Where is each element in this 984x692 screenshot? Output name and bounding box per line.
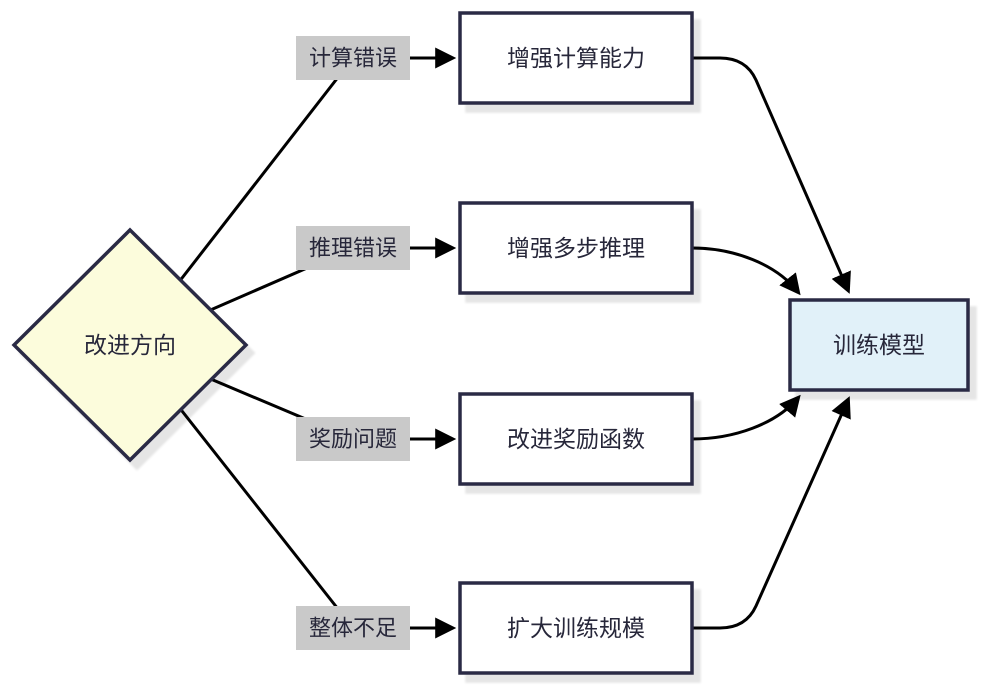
connector-arrow-node3-target	[691, 394, 801, 441]
edge-label-3-bg	[296, 417, 410, 461]
target-node	[788, 298, 970, 392]
branch-node-2-label: 增强多步推理	[507, 235, 645, 261]
connector-arrow-node4-target	[692, 396, 851, 630]
edge-label-1-text: 计算错误	[309, 46, 397, 71]
edge-label-3-text: 奖励问题	[309, 427, 397, 452]
edge-label-1-bg	[296, 36, 410, 80]
branch-node-4-label: 扩大训练规模	[507, 615, 645, 641]
edge-label-2-bg	[296, 226, 410, 270]
connector-arrow-node2-target	[691, 246, 801, 296]
target-node-label: 训练模型	[833, 332, 925, 358]
decision-diamond	[11, 227, 249, 463]
connector-arrow-node1-target	[692, 56, 851, 294]
edge-label-4-text: 整体不足	[309, 616, 397, 641]
edge-label-4-bg	[296, 606, 410, 650]
branch-node-3-label: 改进奖励函数	[507, 426, 645, 452]
branch-node-2	[458, 201, 694, 295]
branch-node-3	[458, 392, 694, 486]
branch-node-1	[458, 11, 694, 105]
decision-diamond-label: 改进方向	[84, 332, 176, 358]
branch-node-1-label: 增强计算能力	[507, 45, 645, 71]
branch-node-4	[458, 581, 694, 675]
edge-label-2-text: 推理错误	[309, 236, 397, 261]
